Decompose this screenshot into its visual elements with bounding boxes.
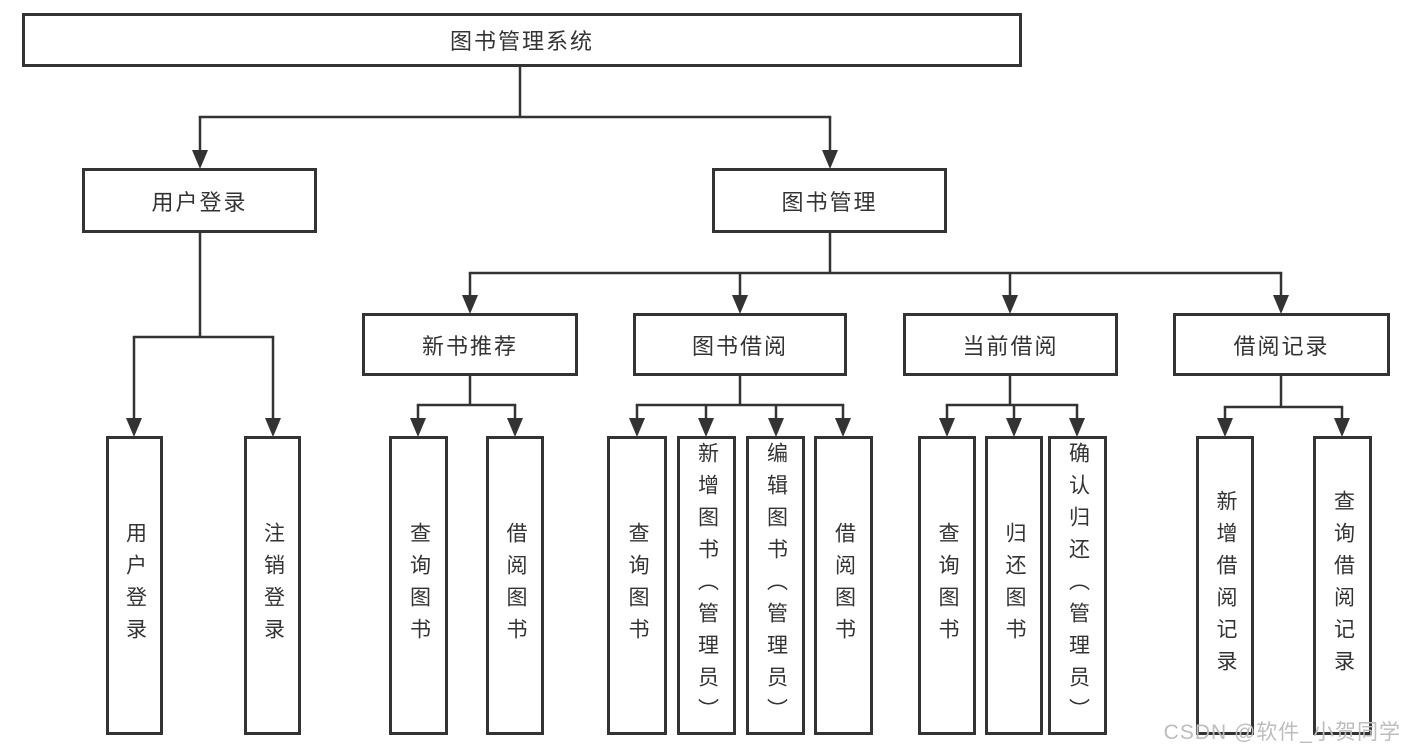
node-label: 借阅图书 bbox=[504, 521, 527, 650]
leaf-borrowing-borrow-books: 借阅图书 bbox=[814, 436, 873, 735]
node-label: 新增图书（管理员） bbox=[695, 441, 719, 730]
arrowhead bbox=[939, 418, 955, 437]
arrowhead bbox=[410, 418, 426, 437]
node-label: 新增借阅记录 bbox=[1214, 489, 1237, 682]
leaf-confirm-return-admin: 确认归还（管理员） bbox=[1048, 436, 1107, 735]
leaf-borrowing-query-books: 查询图书 bbox=[607, 436, 667, 735]
leaf-query-borrow-record: 查询借阅记录 bbox=[1313, 436, 1372, 735]
node-label: 查询图书 bbox=[407, 521, 431, 650]
node-borrowing-records: 借阅记录 bbox=[1173, 313, 1390, 376]
arrowhead bbox=[192, 150, 208, 169]
node-label: 用户登录 bbox=[123, 521, 147, 650]
arrowhead bbox=[835, 418, 851, 437]
leaf-user-login: 用户登录 bbox=[106, 436, 163, 735]
connector-new-book-to-leaves bbox=[410, 375, 523, 437]
arrowhead bbox=[1217, 418, 1233, 437]
node-library-management-system: 图书管理系统 bbox=[22, 13, 1022, 67]
leaf-recommend-query-books: 查询图书 bbox=[389, 436, 448, 735]
node-new-book-recommendation: 新书推荐 bbox=[362, 313, 578, 376]
arrowhead bbox=[1006, 418, 1022, 437]
node-label: 确认归还（管理员） bbox=[1066, 441, 1090, 730]
leaf-return-books: 归还图书 bbox=[985, 436, 1043, 735]
leaf-edit-books-admin: 编辑图书（管理员） bbox=[746, 436, 805, 735]
arrowhead bbox=[732, 295, 748, 314]
leaf-current-query-books: 查询图书 bbox=[918, 436, 976, 735]
node-user-login: 用户登录 bbox=[82, 168, 317, 233]
node-label: 新书推荐 bbox=[421, 333, 518, 359]
arrowhead bbox=[1002, 295, 1018, 314]
node-label: 查询借阅记录 bbox=[1331, 489, 1355, 682]
arrowhead bbox=[1334, 418, 1350, 437]
arrowhead bbox=[462, 295, 478, 314]
arrowhead bbox=[629, 418, 645, 437]
connector-user-login-to-leaves bbox=[126, 232, 281, 437]
leaf-add-borrow-record: 新增借阅记录 bbox=[1196, 436, 1254, 735]
leaf-add-books-admin: 新增图书（管理员） bbox=[677, 436, 736, 735]
node-label: 借阅图书 bbox=[832, 521, 856, 650]
arrowhead bbox=[822, 150, 838, 169]
connector-borrowing-records-to-leaves bbox=[1217, 375, 1350, 437]
node-label: 图书管理系统 bbox=[449, 29, 594, 54]
connector-book-management-to-level3 bbox=[462, 232, 1289, 314]
connector-current-borrowing-to-leaves bbox=[939, 375, 1085, 437]
node-label: 用户登录 bbox=[151, 189, 248, 215]
leaf-logout-login: 注销登录 bbox=[244, 436, 301, 735]
node-label: 当前借阅 bbox=[962, 333, 1059, 359]
connector-book-borrowing-to-leaves bbox=[629, 375, 851, 437]
node-book-borrowing: 图书借阅 bbox=[633, 313, 847, 376]
node-label: 图书借阅 bbox=[691, 333, 788, 359]
arrowhead bbox=[265, 418, 281, 437]
connector-root-to-level2 bbox=[192, 66, 838, 169]
arrowhead bbox=[1273, 295, 1289, 314]
node-label: 注销登录 bbox=[261, 521, 285, 650]
node-label: 归还图书 bbox=[1003, 521, 1026, 650]
node-book-management: 图书管理 bbox=[712, 168, 947, 233]
node-label: 借阅记录 bbox=[1233, 333, 1330, 359]
node-label: 编辑图书（管理员） bbox=[764, 441, 788, 730]
csdn-watermark: CSDN @软件_小贺同学 bbox=[1163, 721, 1401, 744]
arrowhead bbox=[698, 418, 714, 437]
arrowhead bbox=[507, 418, 523, 437]
arrowhead bbox=[768, 418, 784, 437]
arrowhead bbox=[126, 418, 142, 437]
node-label: 图书管理 bbox=[781, 189, 878, 215]
node-label: 查询图书 bbox=[626, 521, 649, 650]
arrowhead bbox=[1069, 418, 1085, 437]
leaf-recommend-borrow-books: 借阅图书 bbox=[486, 436, 544, 735]
node-current-borrowing: 当前借阅 bbox=[903, 313, 1118, 376]
node-label: 查询图书 bbox=[936, 521, 959, 650]
